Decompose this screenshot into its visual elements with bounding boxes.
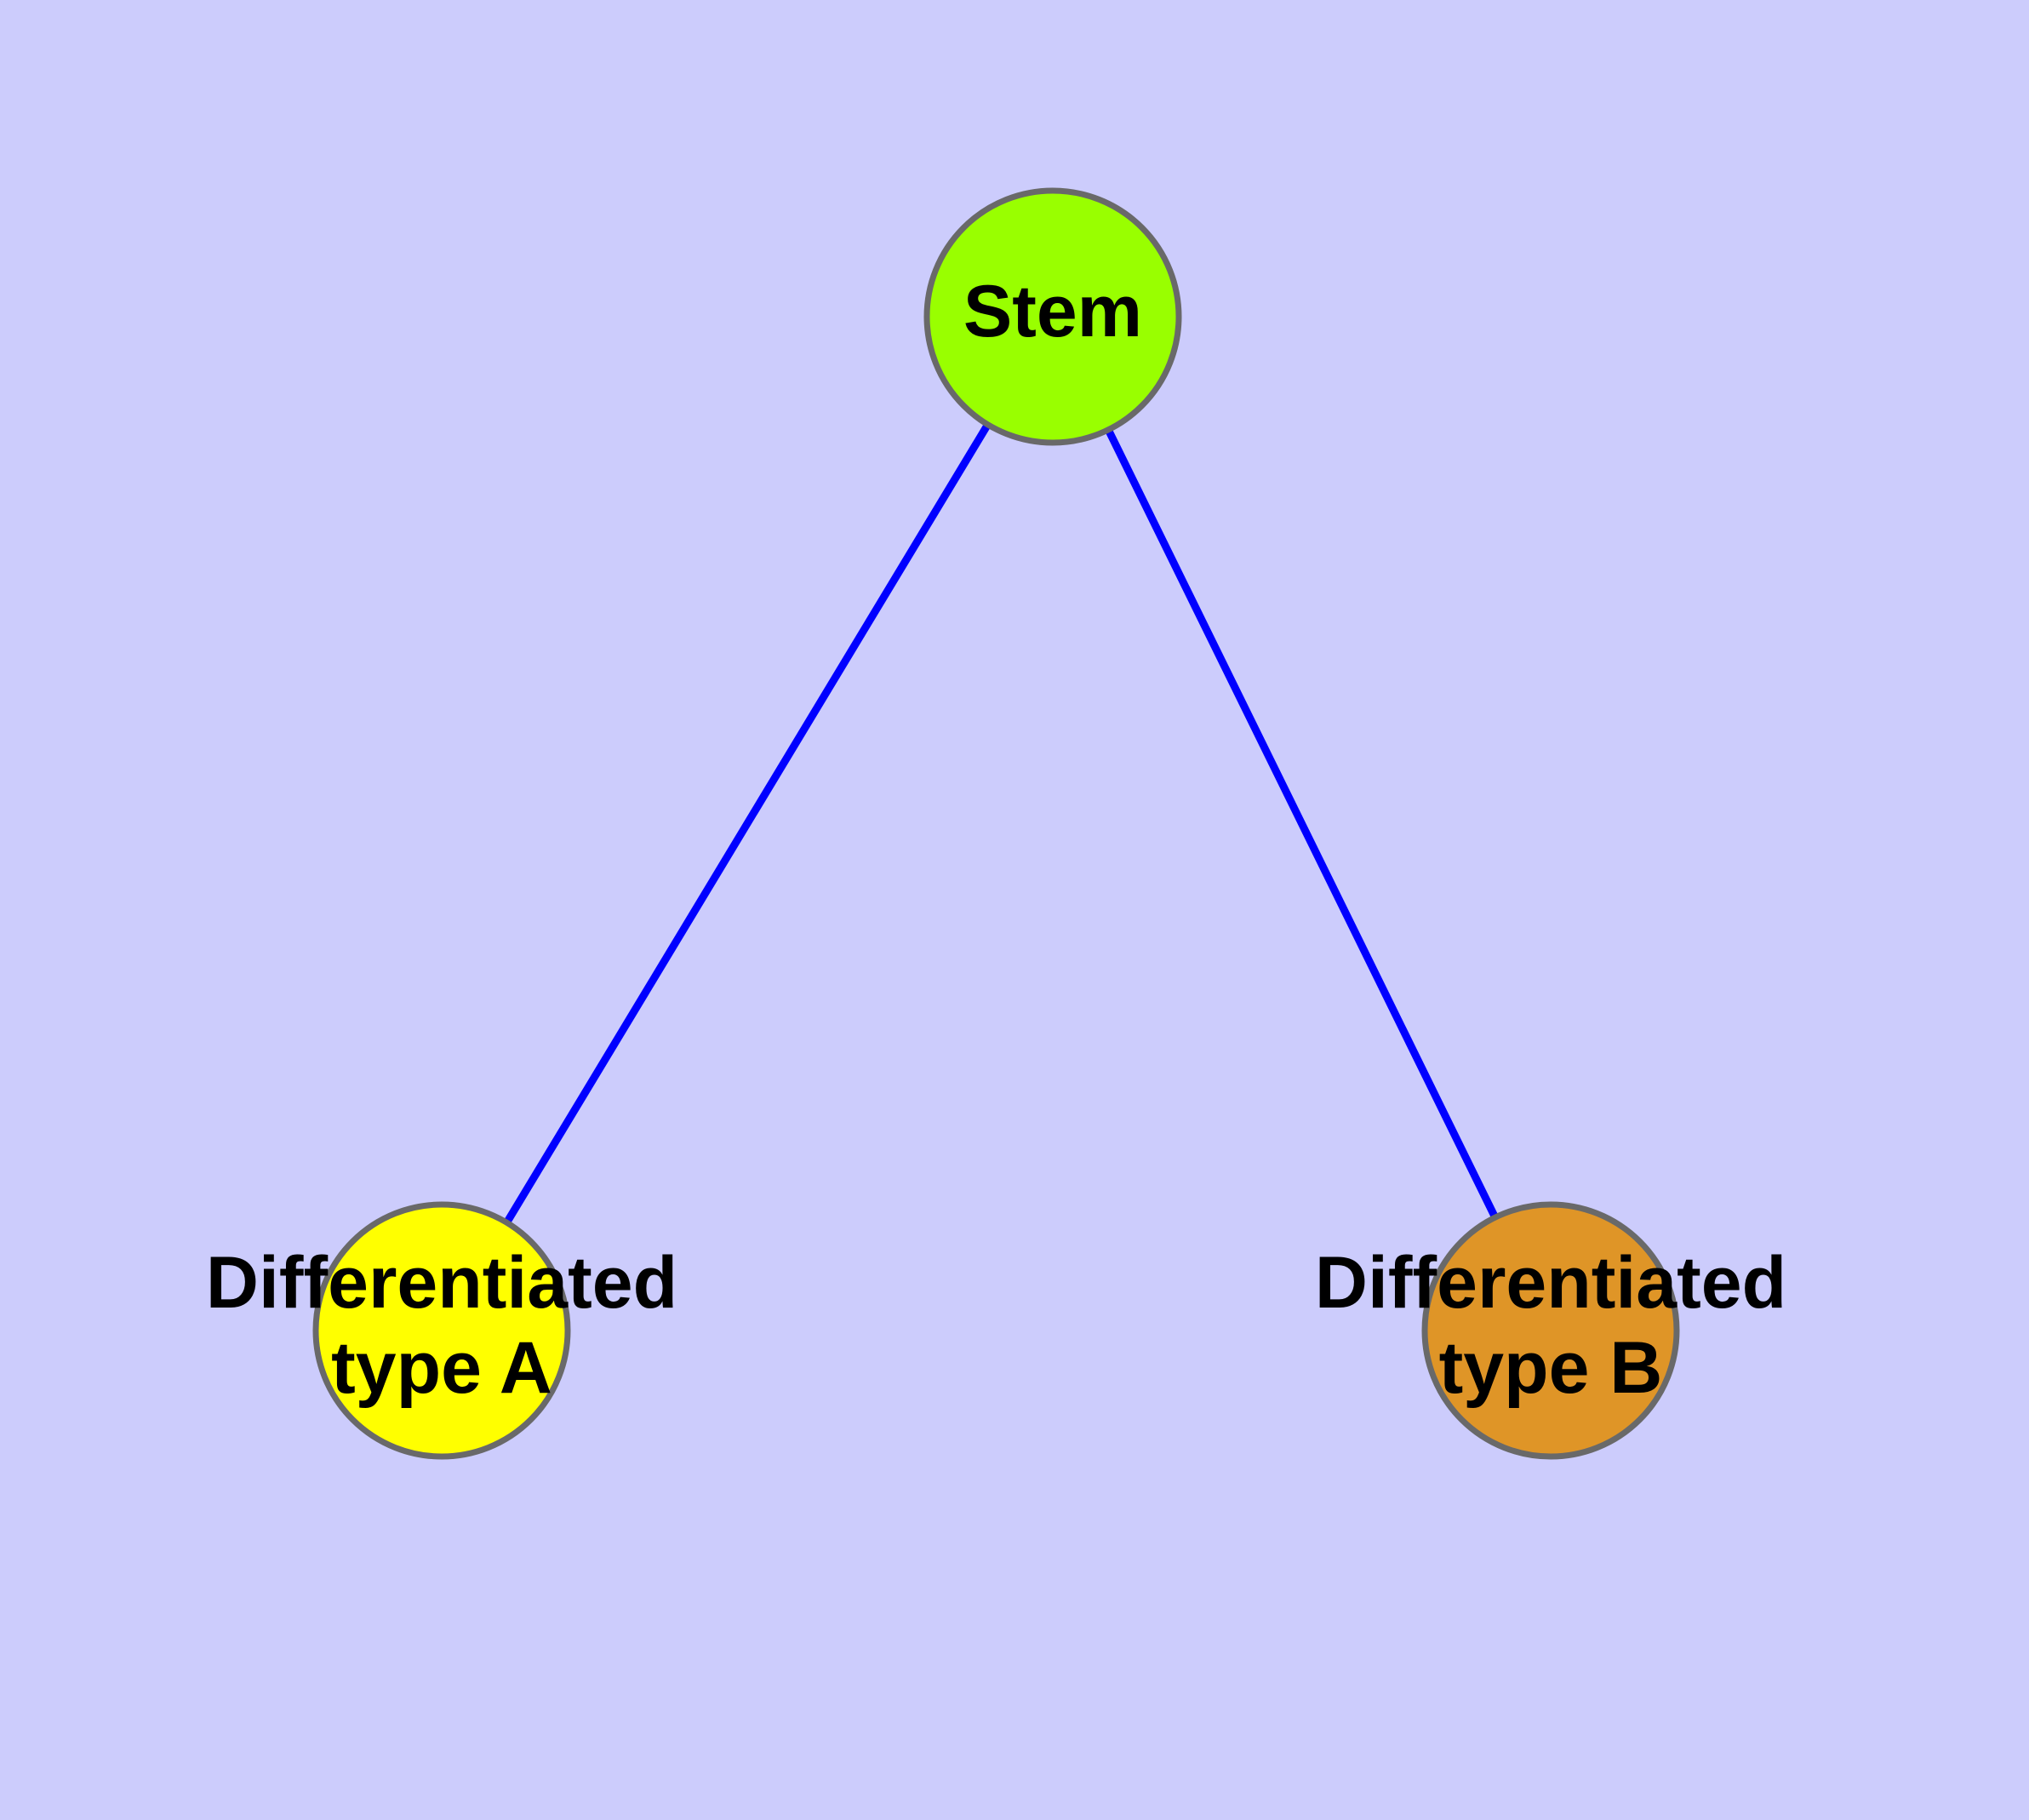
node-circle-diff_a[interactable]: [312, 1201, 571, 1460]
edge-layer: [501, 420, 1500, 1228]
node-label-line: Differentiated: [206, 1242, 677, 1324]
node-label-line: Differentiated: [1315, 1242, 1786, 1324]
graph-node-stem[interactable]: Stem: [923, 187, 1182, 446]
node-label-stem: Stem: [963, 271, 1142, 352]
node-label-line: type A: [331, 1327, 552, 1409]
node-circle-diff_b[interactable]: [1421, 1201, 1680, 1460]
node-label-line: Stem: [963, 271, 1142, 352]
graph-edge[interactable]: [1103, 425, 1500, 1222]
node-circle-stem[interactable]: [923, 187, 1182, 446]
node-label-line: type B: [1439, 1327, 1663, 1409]
graph-edge[interactable]: [501, 420, 993, 1228]
